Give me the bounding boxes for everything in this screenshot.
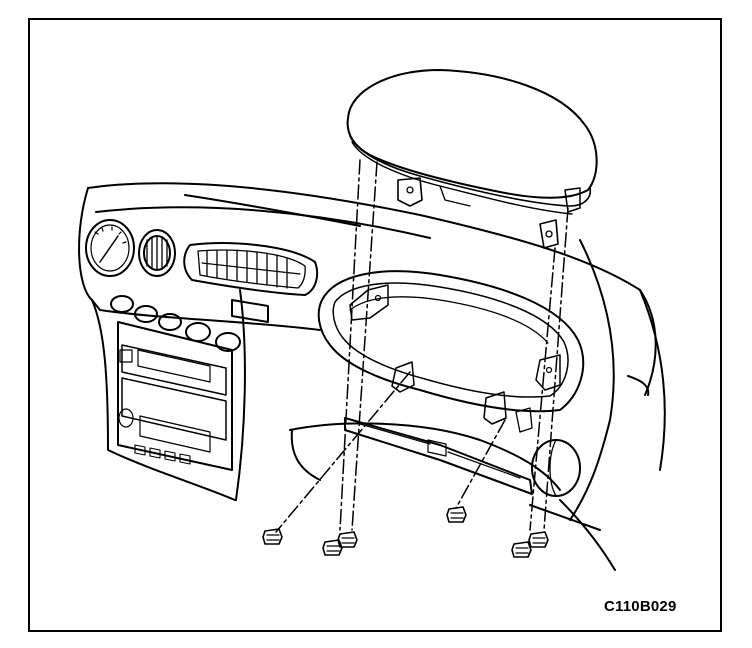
diagram-frame — [28, 18, 722, 632]
figure-code: C110B029 — [604, 598, 677, 615]
instrument-cluster — [346, 69, 598, 249]
screw — [262, 528, 283, 545]
mounting-screws — [262, 506, 549, 558]
round-air-vent — [138, 229, 176, 277]
screw — [337, 531, 358, 548]
speedometer-gauge — [85, 219, 135, 277]
center-air-vent — [183, 242, 319, 296]
screw — [528, 531, 549, 548]
alignment-lines — [275, 159, 569, 533]
dashboard-body — [78, 182, 666, 571]
radio-unit — [117, 321, 233, 471]
cluster-opening — [317, 270, 585, 433]
screw — [446, 506, 467, 523]
screw — [511, 541, 532, 558]
screw — [322, 539, 343, 556]
right-air-vent — [531, 439, 581, 497]
